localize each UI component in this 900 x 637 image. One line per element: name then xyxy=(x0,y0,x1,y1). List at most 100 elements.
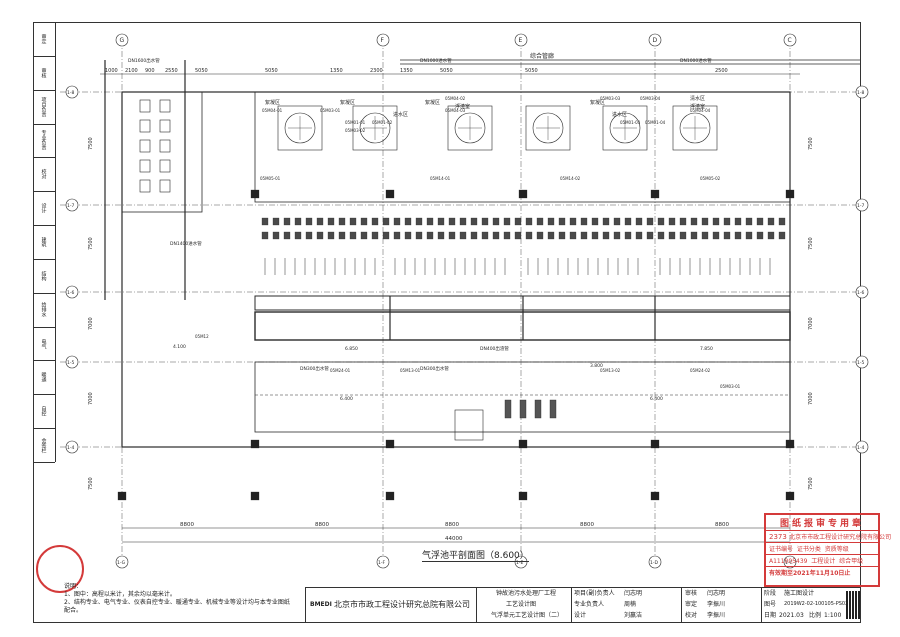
room-label: 浮渣室 xyxy=(455,103,470,110)
filter-block xyxy=(657,231,665,240)
filter-block xyxy=(393,231,401,240)
filter-block xyxy=(404,217,412,226)
drawing-type: 工艺设计图 xyxy=(506,601,537,608)
filter-block xyxy=(690,231,698,240)
axis-bubble-top xyxy=(115,33,129,47)
filter-block xyxy=(558,231,566,240)
axis-bubble-bottom xyxy=(514,555,528,569)
valve-box xyxy=(159,139,171,153)
elevation-label: 7.850 xyxy=(700,346,713,352)
filter-block xyxy=(723,217,731,226)
dimension-top: 5050 xyxy=(440,68,453,74)
axis-label-bottom: 1-D xyxy=(650,560,658,566)
filter-block xyxy=(712,217,720,226)
filter-block xyxy=(316,231,324,240)
scale-label: 比例 xyxy=(809,612,822,619)
pump-unit xyxy=(534,399,542,419)
filter-block xyxy=(558,217,566,226)
mixer-tank xyxy=(672,105,718,151)
mixer-circle xyxy=(284,112,316,144)
filter-block xyxy=(569,217,577,226)
axis-bubble-bottom xyxy=(783,555,797,569)
name-1: 闫志明 xyxy=(624,590,643,597)
flocculation-zone xyxy=(254,91,791,203)
filter-block xyxy=(404,231,412,240)
equipment-label: 05M01-03 xyxy=(620,120,641,125)
mixer-circle xyxy=(532,112,564,144)
dimension-right: 7500 xyxy=(808,137,814,150)
column-pillar xyxy=(250,439,260,449)
equipment-label: 05M13-02 xyxy=(600,368,621,373)
filter-block xyxy=(778,217,786,226)
elevation-label: 4.100 xyxy=(173,344,186,350)
axis-label-top: F xyxy=(381,37,385,44)
elevation-label: 6.400 xyxy=(340,396,353,402)
filter-block xyxy=(492,217,500,226)
axis-label-left: 1-4 xyxy=(67,445,74,451)
column-pillar xyxy=(518,189,528,199)
axis-label-bottom: 1-E xyxy=(516,560,523,566)
column-pillar-bottom xyxy=(785,491,795,501)
filter-block xyxy=(382,217,390,226)
mixer-tank xyxy=(447,105,493,151)
filter-block xyxy=(536,217,544,226)
room-label: 絮凝区 xyxy=(425,99,440,106)
role-1: 项目(副)负责人 xyxy=(574,590,615,597)
effluent-channel xyxy=(254,361,791,433)
dimension-top: 1350 xyxy=(400,68,413,74)
filter-block xyxy=(492,231,500,240)
filter-block xyxy=(580,231,588,240)
filter-block xyxy=(756,217,764,226)
stage-value: 施工图设计 xyxy=(784,590,815,597)
filter-block xyxy=(657,217,665,226)
axis-bubble-left xyxy=(65,198,79,212)
role-2: 专业负责人 xyxy=(574,601,605,608)
dimension-top: 5050 xyxy=(525,68,538,74)
filter-block xyxy=(470,231,478,240)
pump-unit xyxy=(549,399,557,419)
name-2: 周楠 xyxy=(624,601,637,608)
date-value: 2021.03 xyxy=(779,612,804,619)
equipment-label: 05M01-02 xyxy=(372,120,393,125)
equipment-label: 05M04-04 xyxy=(690,108,711,113)
axis-bubble-top xyxy=(514,33,528,47)
dimension-bottom: 8800 xyxy=(580,522,594,528)
axis-label-top: C xyxy=(788,37,792,44)
mixer-tank xyxy=(352,105,398,151)
equipment-label: 05M03-04 xyxy=(640,96,661,101)
dimension-left: 7000 xyxy=(88,317,94,330)
room-label: 浮渣室 xyxy=(690,103,705,110)
pipe-label: DN1000进水管 xyxy=(420,57,452,64)
check-role-2: 审定 xyxy=(685,601,698,608)
stamp-cert-label: 证书编号 xyxy=(769,546,794,553)
filter-block xyxy=(272,231,280,240)
filter-block xyxy=(624,231,632,240)
filter-block xyxy=(283,217,291,226)
filter-block xyxy=(525,217,533,226)
axis-label-left: 1-6 xyxy=(67,290,74,296)
filter-block xyxy=(547,217,555,226)
filter-block xyxy=(272,217,280,226)
axis-label-left: 1-5 xyxy=(67,360,74,366)
filter-block xyxy=(382,231,390,240)
axis-bubble-right xyxy=(855,355,869,369)
equipment-label: 05M05-01 xyxy=(260,176,281,181)
filter-block xyxy=(712,231,720,240)
column-pillar xyxy=(385,439,395,449)
check-name-3: 李振川 xyxy=(707,612,726,619)
filter-block xyxy=(734,231,742,240)
axis-bubble-top xyxy=(376,33,390,47)
filter-block xyxy=(679,217,687,226)
check-role-3: 校对 xyxy=(685,612,698,619)
equipment-label: 05M01-04 xyxy=(645,120,666,125)
signature-cell: 自控 xyxy=(33,394,55,430)
filter-block xyxy=(767,217,775,226)
elevation-label: 6.850 xyxy=(345,346,358,352)
signature-cell: 设计 xyxy=(33,191,55,227)
room-label: 进水区 xyxy=(612,111,627,118)
dimension-left: 7500 xyxy=(88,137,94,150)
mixer-tank xyxy=(602,105,648,151)
filter-block xyxy=(734,217,742,226)
axis-bubble-left xyxy=(65,440,79,454)
